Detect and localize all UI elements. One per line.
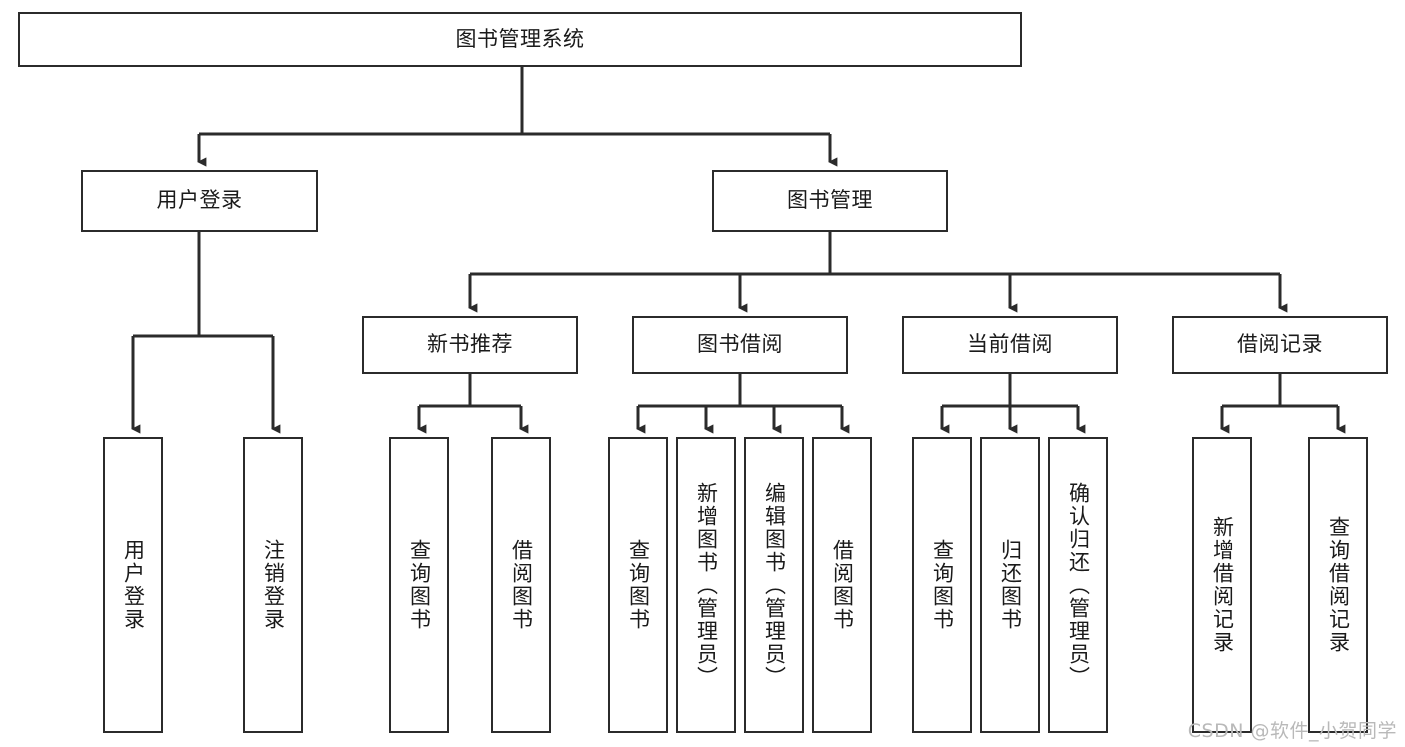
node-leaf-confirm-return[interactable]: 确认归还（管理员） [1048, 437, 1108, 733]
node-user-login-label: 用户登录 [156, 188, 243, 213]
node-leaf-borrow-book-1-label: 借阅图书 [509, 539, 534, 631]
node-root[interactable]: 图书管理系统 [18, 12, 1022, 67]
node-leaf-query-book-3[interactable]: 查询图书 [912, 437, 972, 733]
node-leaf-query-book-2-label: 查询图书 [626, 539, 651, 631]
node-current-borrow[interactable]: 当前借阅 [902, 316, 1118, 374]
node-leaf-user-login-label: 用户登录 [121, 539, 146, 631]
node-book-manage-label: 图书管理 [787, 188, 873, 213]
node-leaf-add-book[interactable]: 新增图书（管理员） [676, 437, 736, 733]
node-leaf-query-record-label: 查询借阅记录 [1326, 516, 1351, 654]
node-leaf-edit-book[interactable]: 编辑图书（管理员） [744, 437, 804, 733]
node-borrow-record-label: 借阅记录 [1237, 332, 1323, 357]
node-leaf-query-book-1-label: 查询图书 [407, 539, 432, 631]
node-leaf-query-book-3-label: 查询图书 [930, 539, 955, 631]
node-book-borrow[interactable]: 图书借阅 [632, 316, 848, 374]
node-root-label: 图书管理系统 [455, 26, 585, 51]
node-leaf-query-book-1[interactable]: 查询图书 [389, 437, 449, 733]
node-leaf-edit-book-label: 编辑图书（管理员） [762, 481, 787, 689]
node-user-login[interactable]: 用户登录 [81, 170, 318, 232]
node-leaf-borrow-book-1[interactable]: 借阅图书 [491, 437, 551, 733]
node-new-book-rec[interactable]: 新书推荐 [362, 316, 578, 374]
node-leaf-logout-label: 注销登录 [261, 539, 286, 631]
node-current-borrow-label: 当前借阅 [967, 332, 1053, 357]
node-leaf-borrow-book-2-label: 借阅图书 [830, 539, 855, 631]
node-book-borrow-label: 图书借阅 [697, 332, 783, 357]
node-leaf-add-book-label: 新增图书（管理员） [694, 481, 719, 689]
node-leaf-user-login[interactable]: 用户登录 [103, 437, 163, 733]
node-leaf-return-book-label: 归还图书 [998, 539, 1023, 631]
node-leaf-add-record[interactable]: 新增借阅记录 [1192, 437, 1252, 733]
node-leaf-return-book[interactable]: 归还图书 [980, 437, 1040, 733]
node-leaf-logout[interactable]: 注销登录 [243, 437, 303, 733]
node-leaf-add-record-label: 新增借阅记录 [1210, 516, 1235, 654]
node-leaf-confirm-return-label: 确认归还（管理员） [1066, 481, 1091, 689]
node-leaf-query-record[interactable]: 查询借阅记录 [1308, 437, 1368, 733]
node-leaf-query-book-2[interactable]: 查询图书 [608, 437, 668, 733]
node-new-book-rec-label: 新书推荐 [427, 332, 513, 357]
node-book-manage[interactable]: 图书管理 [712, 170, 948, 232]
node-borrow-record[interactable]: 借阅记录 [1172, 316, 1388, 374]
node-leaf-borrow-book-2[interactable]: 借阅图书 [812, 437, 872, 733]
